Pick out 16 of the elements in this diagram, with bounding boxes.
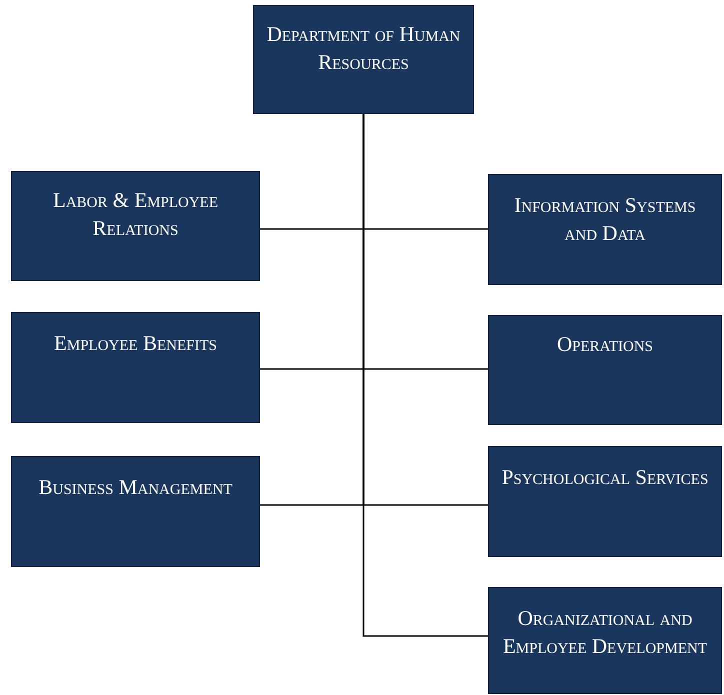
department-box [253, 5, 474, 114]
department-name: Department of Human Resources [266, 21, 462, 76]
department-name: Operations [556, 331, 653, 358]
department-name: Business Management [38, 474, 232, 501]
department-name: Organizational and Employee Development [502, 605, 708, 660]
department-box [488, 174, 722, 285]
department-box [11, 456, 260, 567]
department-name: Labor & Employee Relations [52, 187, 219, 242]
department-box [488, 446, 722, 557]
department-box [488, 315, 722, 425]
department-name: Psychological Services [502, 464, 708, 491]
department-box [488, 587, 722, 694]
department-box [11, 171, 260, 281]
department-name: Employee Benefits [54, 330, 217, 357]
department-name: Information Systems and Data [513, 192, 697, 247]
department-box [11, 312, 260, 423]
